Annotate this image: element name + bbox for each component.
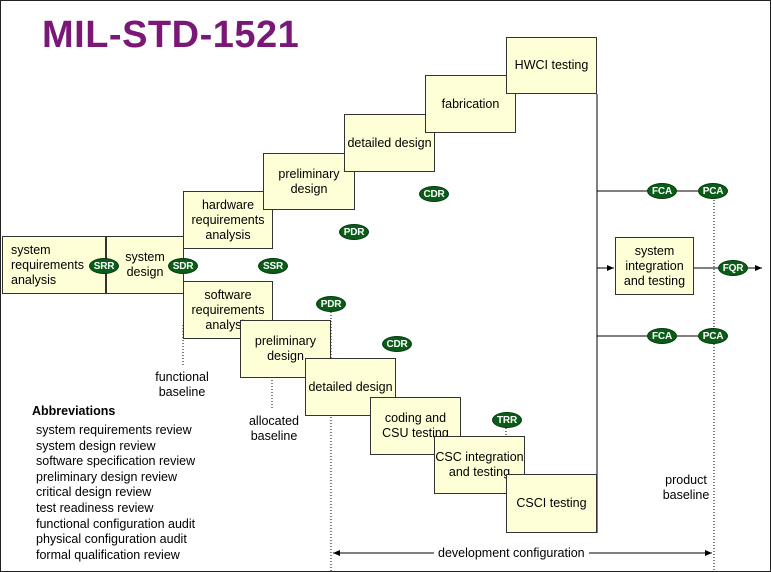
sdr-badge: SDR <box>168 258 198 274</box>
abbreviation-item: software specification review <box>36 454 196 469</box>
abbreviation-item: system requirements review <box>36 423 192 437</box>
hwci-testing-box: HWCI testing <box>506 37 597 94</box>
srr-badge: SRR <box>89 258 119 274</box>
hardware-pdr-badge: PDR <box>339 224 369 240</box>
page-title: MIL-STD-1521 <box>42 14 300 56</box>
software-cdr-badge: CDR <box>382 336 412 352</box>
abbreviation-item: physical configuration audit <box>36 532 187 547</box>
fca-top-badge: FCA <box>647 183 677 199</box>
allocated-baseline-label: allocated baseline <box>248 414 300 443</box>
product-baseline-label: product baseline <box>662 473 710 502</box>
system-requirements-analysis-box: system requirements analysis <box>2 236 106 294</box>
hardware-detailed-design-box: detailed design <box>344 114 435 172</box>
software-pdr-badge: PDR <box>316 296 346 312</box>
pca-top-badge: PCA <box>698 183 728 199</box>
ssr-badge: SSR <box>258 258 288 274</box>
fqr-badge: FQR <box>718 260 748 276</box>
abbreviation-item: critical design review <box>36 485 152 500</box>
abbreviation-item: formal qualification review <box>36 547 180 562</box>
hardware-cdr-badge: CDR <box>419 186 449 202</box>
hardware-preliminary-design-box: preliminary design <box>263 153 355 210</box>
fabrication-box: fabrication <box>425 75 516 133</box>
trr-badge: TRR <box>492 412 522 428</box>
fca-bottom-badge: FCA <box>647 328 677 344</box>
abbreviations-heading: Abbreviations <box>32 404 116 418</box>
abbreviation-item: test readiness review <box>36 500 154 515</box>
csci-testing-box: CSCI testing <box>506 474 597 533</box>
abbreviation-item: system design review <box>36 438 156 453</box>
abbreviation-item: preliminary design review <box>36 469 178 484</box>
system-integration-and-testing-box: system integration and testing <box>615 237 694 295</box>
abbreviations-list: system requirements review system design… <box>36 423 195 563</box>
pca-bottom-badge: PCA <box>698 328 728 344</box>
hardware-requirements-analysis-box: hardware requirements analysis <box>183 191 273 249</box>
abbreviation-item: functional configuration audit <box>36 516 196 531</box>
functional-baseline-label: functional baseline <box>155 370 209 399</box>
development-configuration-label: development configuration <box>434 546 589 561</box>
